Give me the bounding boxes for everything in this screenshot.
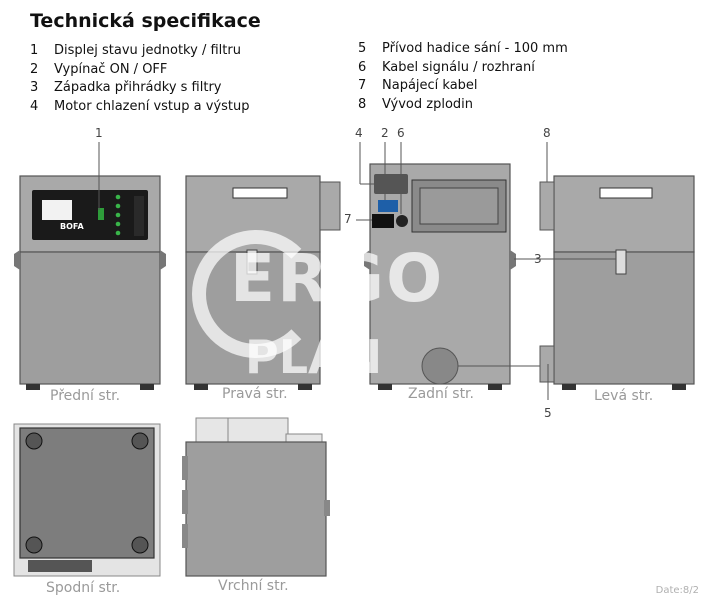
exhaust-outlet bbox=[539, 181, 555, 231]
foot-icon bbox=[131, 432, 149, 450]
vent-slot bbox=[599, 187, 653, 199]
legend-text: Displej stavu jednotky / filtru bbox=[54, 43, 241, 58]
cooling-vent bbox=[374, 174, 408, 194]
label-top: Vrchní str. bbox=[218, 578, 289, 594]
hose-inlet bbox=[539, 345, 555, 383]
on-off-switch bbox=[378, 200, 398, 212]
legend-item: 4 Motor chlazení vstup a výstup bbox=[30, 98, 250, 117]
latch-icon bbox=[14, 250, 20, 270]
power-socket bbox=[372, 214, 394, 228]
latch-icon bbox=[364, 250, 370, 270]
callout-1: 1 bbox=[95, 126, 103, 140]
callout-4: 4 bbox=[355, 126, 363, 140]
page-title: Technická specifikace bbox=[30, 10, 261, 32]
legend-item: 2 Vypínač ON / OFF bbox=[30, 61, 250, 80]
label-back: Zadní str. bbox=[408, 386, 474, 402]
watermark-sub: PLAN bbox=[245, 330, 383, 384]
legend-item: 8 Vývod zplodin bbox=[358, 96, 568, 115]
legend-text: Motor chlazení vstup a výstup bbox=[54, 98, 250, 114]
callout-2: 2 bbox=[381, 126, 389, 140]
legend-text: Vývod zplodin bbox=[382, 96, 474, 112]
front-view bbox=[14, 175, 166, 390]
legend-num: 2 bbox=[30, 61, 39, 77]
label-front: Přední str. bbox=[50, 388, 121, 404]
legend-num: 4 bbox=[30, 98, 39, 114]
legend-num: 8 bbox=[358, 96, 367, 112]
callout-3: 3 bbox=[534, 252, 542, 266]
legend-text: Vypínač ON / OFF bbox=[54, 61, 168, 77]
watermark-main: ERGO bbox=[230, 240, 445, 317]
foot-icon bbox=[131, 536, 149, 554]
top-view bbox=[182, 417, 330, 577]
legend-text: Napájecí kabel bbox=[382, 78, 478, 93]
signal-port bbox=[396, 215, 408, 227]
callout-6: 6 bbox=[397, 126, 405, 140]
label-bottom: Spodní str. bbox=[46, 580, 121, 596]
legend-num: 7 bbox=[358, 78, 367, 93]
legend-right: 5 Přívod hadice sání - 100 mm 6 Kabel sign… bbox=[358, 40, 568, 114]
bottom-view bbox=[13, 423, 161, 577]
callout-5: 5 bbox=[544, 406, 552, 420]
legend-text: Kabel signálu / rozhraní bbox=[382, 59, 535, 75]
label-right: Pravá str. bbox=[222, 386, 288, 402]
legend-num: 5 bbox=[358, 41, 367, 56]
legend-item: 7 Napájecí kabel bbox=[358, 77, 568, 96]
callout-7: 7 bbox=[344, 212, 352, 226]
date-stamp: Date:8/2 bbox=[655, 585, 699, 596]
latch-icon bbox=[510, 250, 516, 270]
back-view bbox=[364, 163, 516, 390]
legend-num: 6 bbox=[358, 59, 367, 75]
hose-inlet bbox=[421, 347, 459, 385]
legend-item: 6 Kabel signálu / rozhraní bbox=[358, 59, 568, 78]
legend-left: 1 Displej stavu jednotky / filtru 2 Vypína… bbox=[30, 42, 250, 116]
callout-lines bbox=[98, 142, 616, 400]
legend-num: 1 bbox=[30, 43, 39, 58]
exhaust-outlet bbox=[319, 181, 341, 231]
legend-item: 1 Displej stavu jednotky / filtru bbox=[30, 42, 250, 61]
label-left: Levá str. bbox=[594, 388, 654, 404]
legend-item: 5 Přívod hadice sání - 100 mm bbox=[358, 40, 568, 59]
vent-slot bbox=[232, 187, 288, 199]
status-led bbox=[98, 208, 104, 220]
legend-item: 3 Západka přihrádky s filtry bbox=[30, 79, 250, 98]
callout-8: 8 bbox=[543, 126, 551, 140]
latch-icon bbox=[615, 249, 627, 275]
latch-icon bbox=[160, 250, 166, 270]
legend-num: 3 bbox=[30, 80, 39, 95]
left-view bbox=[539, 175, 695, 390]
legend-text: Přívod hadice sání - 100 mm bbox=[382, 41, 568, 56]
foot-icon bbox=[25, 432, 43, 450]
foot-icon bbox=[25, 536, 43, 554]
legend-text: Západka přihrádky s filtry bbox=[54, 80, 222, 95]
